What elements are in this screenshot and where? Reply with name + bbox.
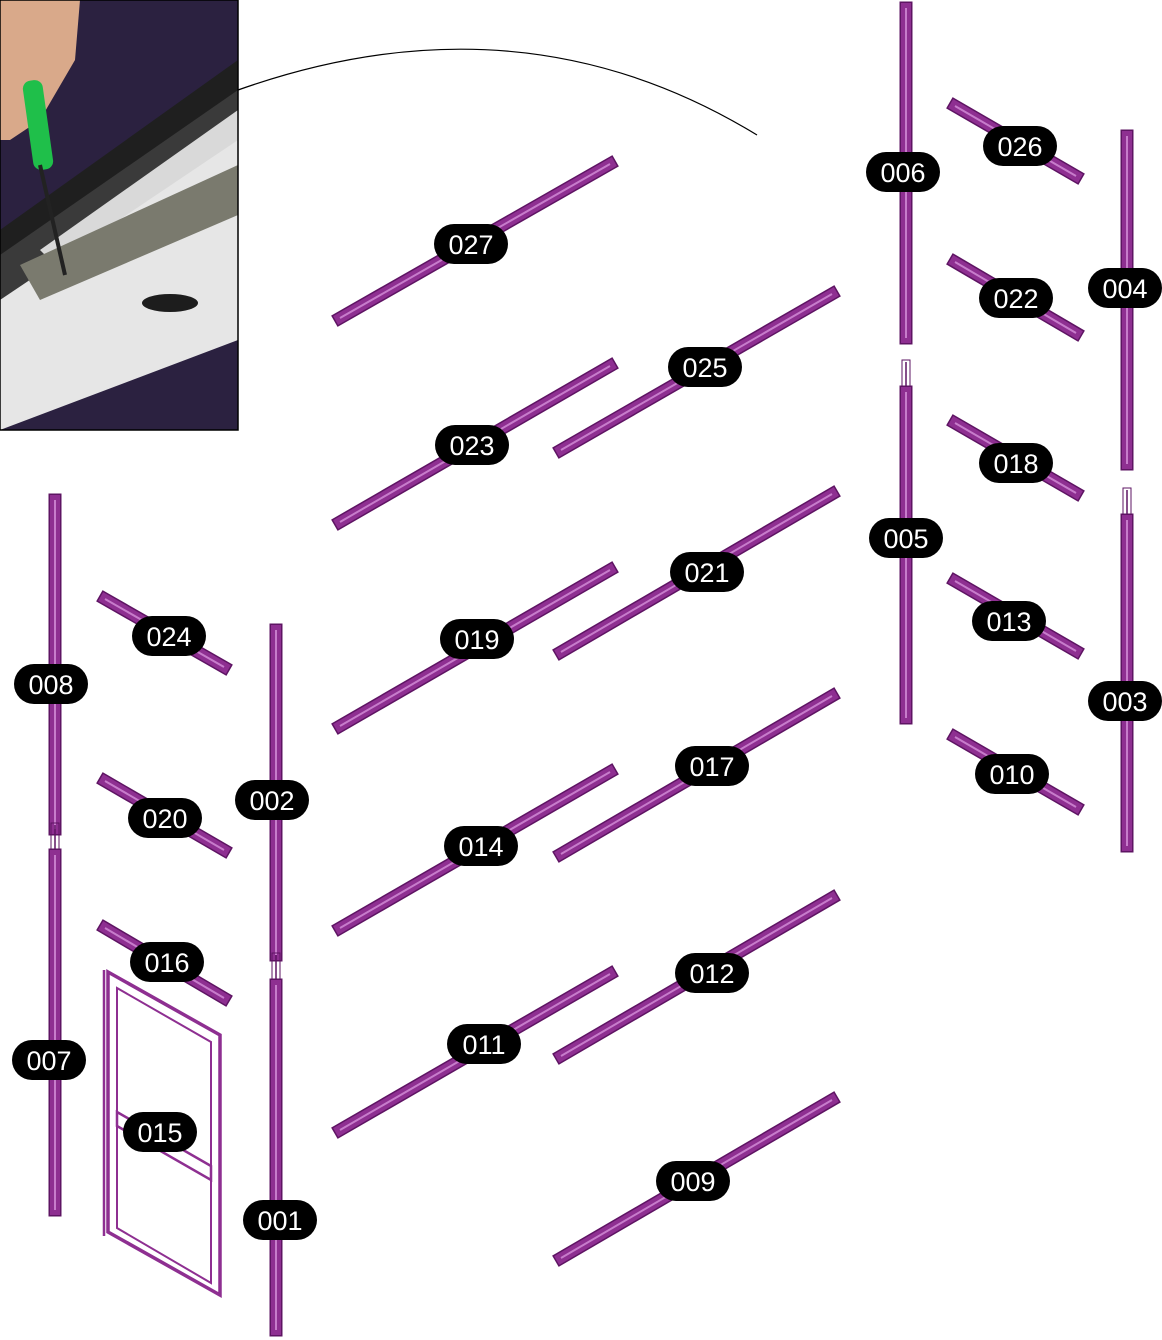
part-label-012: 012 <box>675 953 749 993</box>
part-label-text: 004 <box>1102 274 1147 304</box>
part-label-pill <box>132 616 206 656</box>
part-label-pill <box>675 953 749 993</box>
part-label-pill <box>434 224 508 264</box>
part-label-text: 026 <box>997 132 1042 162</box>
part-label-013: 013 <box>972 601 1046 641</box>
part-label-pill <box>243 1200 317 1240</box>
part-label-027: 027 <box>434 224 508 264</box>
part-label-text: 005 <box>883 524 928 554</box>
part-label-text: 022 <box>993 284 1038 314</box>
part-label-pill <box>975 754 1049 794</box>
part-label-text: 008 <box>28 670 73 700</box>
part-label-021: 021 <box>670 552 744 592</box>
part-label-text: 016 <box>144 948 189 978</box>
part-label-pill <box>656 1161 730 1201</box>
screwdriver-photo <box>0 0 239 431</box>
part-label-004: 004 <box>1088 268 1162 308</box>
part-label-010: 010 <box>975 754 1049 794</box>
part-003-extrusion <box>1120 487 1134 853</box>
part-label-pill <box>1088 681 1162 721</box>
part-007-extrusion <box>48 822 62 1217</box>
part-label-002: 002 <box>235 780 309 820</box>
part-label-text: 024 <box>146 622 191 652</box>
part-label-text: 018 <box>993 449 1038 479</box>
part-label-text: 017 <box>689 752 734 782</box>
part-label-009: 009 <box>656 1161 730 1201</box>
part-label-020: 020 <box>128 798 202 838</box>
part-label-pill <box>668 347 742 387</box>
part-label-018: 018 <box>979 443 1053 483</box>
part-label-pill <box>979 443 1053 483</box>
part-label-text: 012 <box>689 959 734 989</box>
part-label-text: 014 <box>458 832 503 862</box>
part-label-text: 025 <box>682 353 727 383</box>
part-label-text: 027 <box>448 230 493 260</box>
part-label-014: 014 <box>444 826 518 866</box>
part-label-026: 026 <box>983 126 1057 166</box>
part-label-text: 003 <box>1102 687 1147 717</box>
part-label-text: 013 <box>986 607 1031 637</box>
part-label-016: 016 <box>130 942 204 982</box>
part-001-extrusion <box>269 952 283 1337</box>
part-label-text: 021 <box>684 558 729 588</box>
part-label-text: 020 <box>142 804 187 834</box>
part-label-pill <box>123 1112 197 1152</box>
part-label-pill <box>972 601 1046 641</box>
part-label-pill <box>675 746 749 786</box>
part-label-017: 017 <box>675 746 749 786</box>
part-label-pill <box>979 278 1053 318</box>
part-label-pill <box>130 942 204 982</box>
part-label-text: 023 <box>449 431 494 461</box>
part-label-015: 015 <box>123 1112 197 1152</box>
part-label-text: 011 <box>462 1030 505 1060</box>
part-label-text: 015 <box>137 1118 182 1148</box>
part-label-001: 001 <box>243 1200 317 1240</box>
part-label-pill <box>670 552 744 592</box>
part-label-pill <box>235 780 309 820</box>
part-label-006: 006 <box>866 152 940 192</box>
part-label-pill <box>447 1024 521 1064</box>
part-label-text: 001 <box>257 1206 302 1236</box>
part-label-pill <box>14 664 88 704</box>
part-label-019: 019 <box>440 619 514 659</box>
part-label-text: 019 <box>454 625 499 655</box>
part-label-text: 009 <box>670 1167 715 1197</box>
part-label-text: 006 <box>880 158 925 188</box>
part-label-pill <box>440 619 514 659</box>
part-label-024: 024 <box>132 616 206 656</box>
part-label-text: 007 <box>26 1046 71 1076</box>
part-label-023: 023 <box>435 425 509 465</box>
part-label-011: 011 <box>447 1024 521 1064</box>
part-label-text: 010 <box>989 760 1034 790</box>
part-label-005: 005 <box>869 518 943 558</box>
part-label-pill <box>12 1040 86 1080</box>
part-label-pill <box>983 126 1057 166</box>
part-label-007: 007 <box>12 1040 86 1080</box>
part-label-pill <box>869 518 943 558</box>
part-label-003: 003 <box>1088 681 1162 721</box>
part-label-pill <box>1088 268 1162 308</box>
part-label-pill <box>444 826 518 866</box>
part-label-pill <box>866 152 940 192</box>
callout-arc <box>237 48 758 136</box>
part-label-pill <box>128 798 202 838</box>
part-label-008: 008 <box>14 664 88 704</box>
part-label-pill <box>435 425 509 465</box>
part-label-text: 002 <box>249 786 294 816</box>
part-label-025: 025 <box>668 347 742 387</box>
part-label-022: 022 <box>979 278 1053 318</box>
